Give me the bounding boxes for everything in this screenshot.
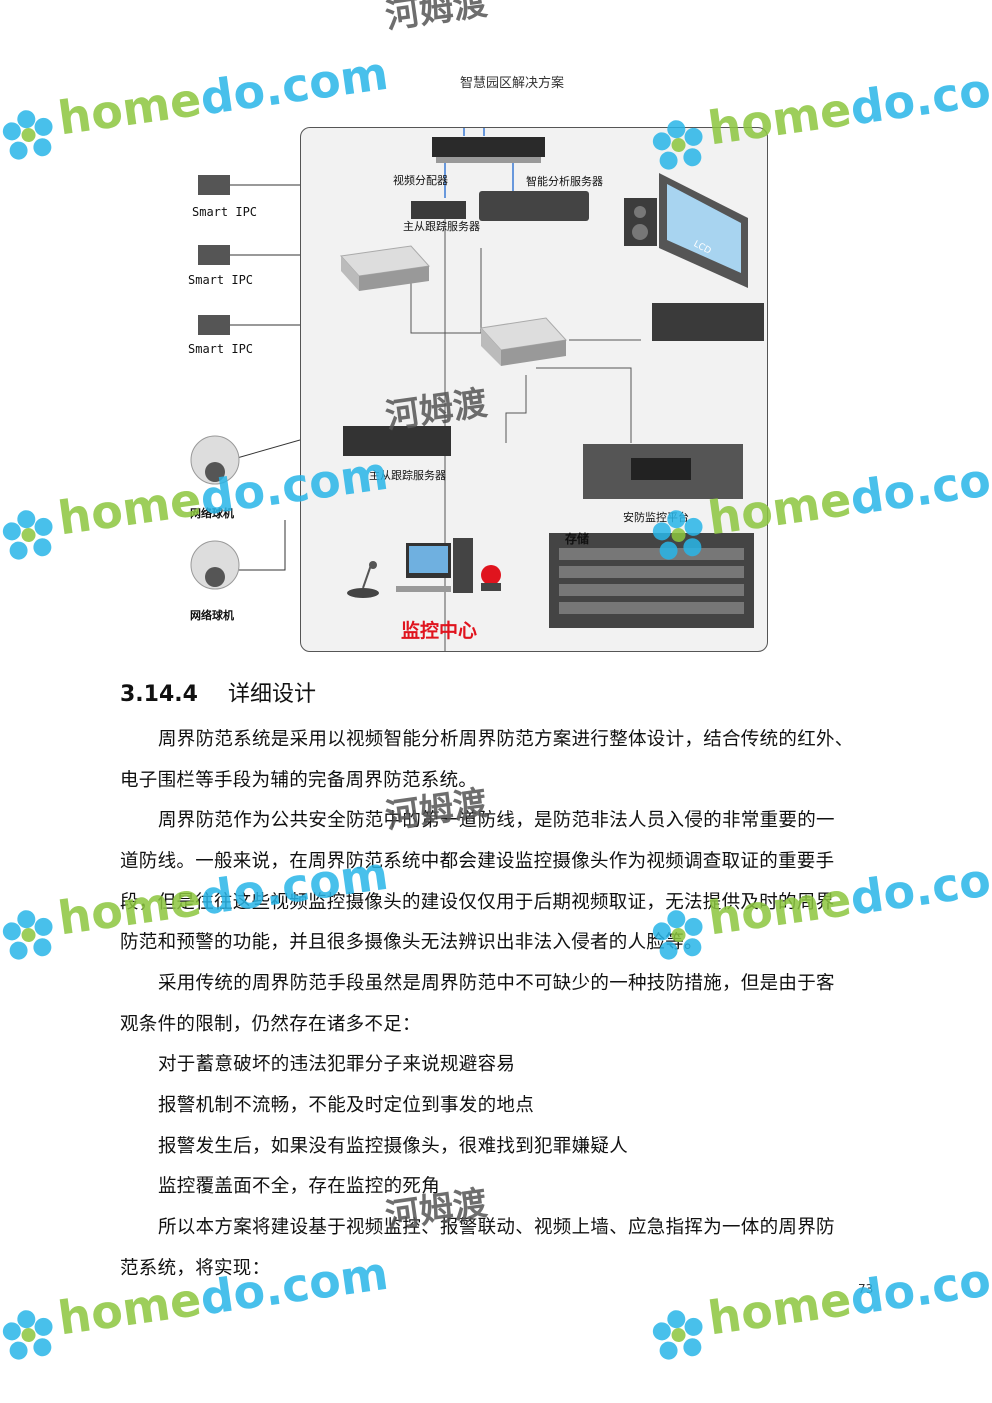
paragraph-line: 周界防范系统是采用以视频智能分析周界防范方案进行整体设计，结合传统的红外、 xyxy=(158,729,854,750)
list-item: 监控覆盖面不全，存在监控的死角 xyxy=(158,1176,441,1197)
paragraph-line: 段，但是往往这些视频监控摄像头的建设仅仅用于后期视频取证，无法提供及时的周界 xyxy=(120,892,835,913)
diagram-shapes xyxy=(340,128,764,651)
label-monitor-center: 监控中心 xyxy=(401,620,478,642)
flower-logo-icon xyxy=(2,509,53,560)
paragraph-line: 范系统，将实现： xyxy=(120,1258,271,1279)
label-dome-1: 网络球机 xyxy=(190,507,234,520)
paragraph-line: 防范和预警的功能，并且很多摄像头无法辨识出非法入侵者的人脸等。 xyxy=(120,932,703,953)
list-item: 报警发生后，如果没有监控摄像头，很难找到犯罪嫌疑人 xyxy=(158,1136,629,1157)
label-video-distributor: 视频分配器 xyxy=(393,174,448,187)
list-item: 对于蓄意破坏的违法犯罪分子来说规避容易 xyxy=(158,1054,516,1075)
paragraph-line: 电子围栏等手段为辅的完备周界防范系统。 xyxy=(120,770,478,791)
network-diagram: 视频分配器 智能分析服务器 主从跟踪服务器 LCD 主从跟踪服务器 安防监控平台… xyxy=(300,127,768,652)
label-ipc-2: Smart IPC xyxy=(188,273,254,287)
label-storage: 存储 xyxy=(565,532,590,546)
paragraph-line: 采用传统的周界防范手段虽然是周界防范中不可缺少的一种技防措施，但是由于客 xyxy=(158,973,835,994)
watermark: homedo.com xyxy=(645,1246,992,1366)
label-ipc-3: Smart IPC xyxy=(188,342,254,356)
label-ipc-1: Smart IPC xyxy=(192,205,258,219)
label-analysis-server: 智能分析服务器 xyxy=(526,175,603,188)
paragraph-line: 道防线。一般来说，在周界防范系统中都会建设监控摄像头作为视频调查取证的重要手 xyxy=(120,851,835,872)
camera-icons xyxy=(190,175,300,590)
label-dome-2: 网络球机 xyxy=(190,609,234,622)
flower-logo-icon xyxy=(2,109,53,160)
flower-logo-icon xyxy=(2,909,53,960)
paragraph-line: 所以本方案将建设基于视频监控、报警联动、视频上墙、应急指挥为一体的周界防 xyxy=(158,1217,835,1238)
page-header: 智慧园区解决方案 xyxy=(459,76,564,91)
label-tracking-server-top: 主从跟踪服务器 xyxy=(403,220,480,233)
section-title: 详细设计 xyxy=(227,682,316,707)
flower-logo-icon xyxy=(652,1309,703,1360)
list-item: 报警机制不流畅，不能及时定位到事发的地点 xyxy=(158,1095,535,1116)
section-heading: 3.14.4 详细设计 xyxy=(120,676,316,708)
paragraph-line: 周界防范作为公共安全防范中的第一道防线，是防范非法人员入侵的非常重要的一 xyxy=(158,810,835,831)
flower-logo-icon xyxy=(2,1309,53,1360)
page-number: 73 xyxy=(858,1282,874,1296)
label-platform: 安防监控平台 xyxy=(623,511,689,524)
watermark: homedo.com河姆渡 xyxy=(0,1183,500,1366)
paragraph-line: 观条件的限制，仍然存在诸多不足： xyxy=(120,1014,421,1035)
label-tracking-server-mid: 主从跟踪服务器 xyxy=(369,469,446,482)
section-number: 3.14.4 xyxy=(120,682,198,707)
